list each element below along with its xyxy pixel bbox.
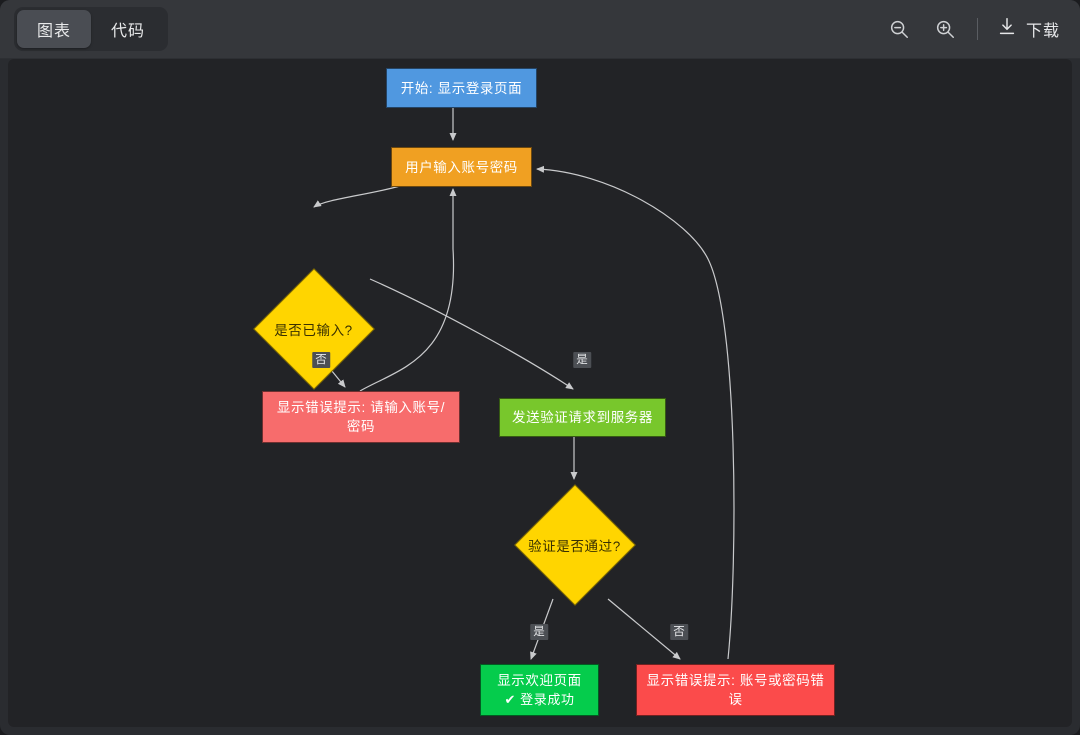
- download-button[interactable]: 下载: [996, 16, 1060, 43]
- zoom-in-icon[interactable]: [931, 15, 959, 43]
- diagram-canvas[interactable]: 开始: 显示登录页面 用户输入账号密码 是否已输入? 显示错误提示: 请输入账号…: [8, 59, 1072, 727]
- node-input[interactable]: 用户输入账号密码: [391, 147, 532, 187]
- tab-chart[interactable]: 图表: [17, 10, 91, 48]
- node-verify[interactable]: 验证是否通过?: [513, 484, 636, 606]
- node-send-request-label: 发送验证请求到服务器: [512, 410, 653, 425]
- download-icon: [996, 16, 1018, 43]
- node-error-empty[interactable]: 显示错误提示: 请输入账号/密码: [262, 391, 460, 443]
- tab-code[interactable]: 代码: [91, 10, 165, 48]
- toolbar-divider: [976, 18, 978, 40]
- zoom-out-icon[interactable]: [885, 15, 913, 43]
- edge-label-yes-1-text: 是: [576, 354, 588, 366]
- node-start-label: 开始: 显示登录页面: [400, 80, 523, 96]
- node-check[interactable]: 是否已输入?: [252, 268, 375, 390]
- edge-label-no-2: 否: [670, 624, 688, 640]
- node-send-request[interactable]: 发送验证请求到服务器: [499, 398, 666, 437]
- edge-label-yes-2-text: 是: [533, 626, 545, 638]
- tab-code-label: 代码: [110, 23, 145, 40]
- edge-label-yes-1: 是: [573, 352, 591, 368]
- edge-label-no-1: 否: [312, 352, 330, 368]
- tab-chart-label: 图表: [36, 23, 71, 40]
- edge-label-no-2-text: 否: [673, 626, 685, 638]
- view-tabs: 图表 代码: [14, 7, 168, 51]
- download-label: 下载: [1025, 23, 1060, 40]
- node-error-credentials-label: 显示错误提示: 账号或密码错误: [646, 673, 825, 707]
- toolbar-actions: 下载: [885, 15, 1060, 43]
- node-input-label: 用户输入账号密码: [405, 159, 518, 175]
- edge-label-yes-2: 是: [530, 624, 548, 640]
- edge-label-no-1-text: 否: [315, 354, 327, 366]
- node-error-empty-label: 显示错误提示: 请输入账号/密码: [276, 400, 446, 434]
- toolbar: 图表 代码: [0, 0, 1080, 59]
- node-welcome-label: 显示欢迎页面: [497, 673, 582, 688]
- node-welcome[interactable]: 显示欢迎页面 ✔ 登录成功: [480, 664, 599, 716]
- node-welcome-sublabel: ✔ 登录成功: [504, 692, 575, 707]
- node-start[interactable]: 开始: 显示登录页面: [386, 68, 537, 108]
- node-error-credentials[interactable]: 显示错误提示: 账号或密码错误: [636, 664, 835, 716]
